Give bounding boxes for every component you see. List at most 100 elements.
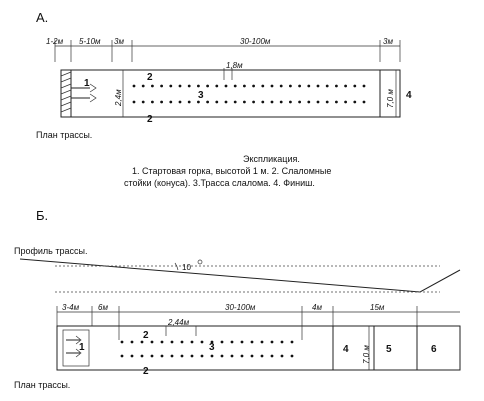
dim-a-runup: 5-10м — [79, 37, 101, 46]
slope-profile — [19, 258, 461, 293]
slalom-pole — [252, 84, 256, 88]
slalom-pole — [290, 340, 294, 344]
slalom-pole — [200, 354, 204, 358]
slalom-pole — [187, 100, 191, 104]
slalom-pole — [289, 84, 292, 88]
dim-a-entry: 3м — [114, 37, 124, 46]
slalom-pole — [243, 100, 246, 104]
profile-caption: Профиль трассы. — [14, 246, 87, 256]
slalom-pole — [141, 84, 145, 88]
slalom-pole — [224, 100, 228, 104]
slalom-pole — [344, 84, 347, 88]
dim-b-finish: 15м — [370, 303, 385, 312]
label-a-1: 1 — [84, 78, 90, 89]
slalom-pole — [160, 340, 164, 344]
section-a-letter: А. — [36, 10, 48, 25]
slalom-pole — [170, 354, 174, 358]
dim-a-exit: 3м — [383, 37, 393, 46]
slalom-pole — [233, 84, 237, 88]
slalom-pole — [335, 100, 338, 104]
slalom-pole — [260, 354, 264, 358]
slalom-pole — [140, 354, 144, 358]
course-b-outline — [56, 325, 461, 371]
legend-line-1: 1. Стартовая горка, высотой 1 м. 2. Слал… — [132, 166, 331, 176]
slalom-pole — [160, 354, 164, 358]
slalom-pole — [270, 340, 274, 344]
slalom-pole — [151, 84, 154, 88]
slalom-pole — [243, 84, 246, 88]
slalom-pole — [220, 354, 224, 358]
slalom-pole — [279, 84, 283, 88]
slalom-pole — [252, 100, 256, 104]
slalom-pole — [261, 84, 265, 88]
slalom-pole — [150, 340, 154, 344]
slalom-pole — [260, 340, 264, 344]
slalom-pole — [270, 354, 274, 358]
label-b-5: 5 — [386, 344, 392, 355]
legend-title: Экспликация. — [243, 154, 300, 164]
dim-b-start: 3-4м — [62, 303, 80, 312]
slalom-pole — [215, 100, 219, 104]
label-b-4: 4 — [343, 344, 349, 355]
slalom-pole — [206, 100, 210, 104]
slalom-pole — [261, 100, 265, 104]
slalom-pole — [224, 84, 228, 88]
slalom-pole — [130, 354, 134, 358]
slalom-pole — [233, 100, 237, 104]
dim-a-start: 1-2м — [46, 37, 64, 46]
slalom-pole — [298, 100, 301, 104]
slalom-pole — [197, 84, 200, 88]
slalom-pole — [206, 84, 210, 88]
slalom-pole — [307, 84, 311, 88]
slalom-pole — [362, 84, 366, 88]
slalom-pole — [362, 100, 366, 104]
slalom-pole — [290, 354, 294, 358]
slalom-pole — [280, 340, 284, 344]
slalom-pole — [140, 340, 144, 344]
height-label-a: 2,4м — [114, 89, 123, 107]
pole-gap-b: 2,44м — [167, 318, 190, 327]
label-a-4: 4 — [406, 90, 412, 101]
slalom-poles-b-row1 — [120, 340, 294, 344]
slalom-pole — [316, 100, 320, 104]
slalom-pole — [270, 100, 274, 104]
slalom-pole — [270, 84, 274, 88]
slalom-pole — [200, 340, 204, 344]
finish-width-a: 7,0 м — [386, 89, 395, 108]
slalom-pole — [230, 354, 234, 358]
slalom-pole — [325, 84, 329, 88]
slalom-pole — [215, 84, 219, 88]
dim-b-exit: 4м — [312, 303, 322, 312]
slope-angle: 10 — [182, 263, 191, 272]
slalom-pole — [190, 340, 194, 344]
finish-width-b: 7,0 м — [362, 345, 371, 364]
slalom-pole — [279, 100, 283, 104]
dim-a-course: 30-100м — [240, 37, 271, 46]
label-a-3: 3 — [198, 90, 204, 101]
slalom-pole — [151, 100, 154, 104]
slalom-pole — [190, 354, 194, 358]
slalom-pole — [316, 84, 320, 88]
label-a-2-top: 2 — [147, 72, 153, 83]
slalom-pole — [353, 84, 357, 88]
slalom-pole — [240, 354, 244, 358]
slalom-pole — [160, 100, 164, 104]
label-b-3: 3 — [209, 342, 215, 353]
label-b-2-top: 2 — [143, 330, 149, 341]
label-b-1: 1 — [79, 342, 85, 353]
slalom-pole — [187, 84, 191, 88]
slalom-pole — [180, 354, 184, 358]
slalom-pole — [169, 84, 173, 88]
label-b-6: 6 — [431, 344, 437, 355]
slalom-pole — [132, 84, 136, 88]
slalom-pole — [289, 100, 292, 104]
legend-line-2: стойки (конуса). 3.Трасса слалома. 4. Фи… — [124, 178, 315, 188]
slalom-pole — [344, 100, 347, 104]
slalom-pole — [240, 340, 244, 344]
slalom-pole — [120, 354, 124, 358]
slalom-pole — [132, 100, 136, 104]
start-ramp-a — [60, 69, 72, 118]
slalom-pole — [335, 84, 338, 88]
slalom-pole — [130, 340, 134, 344]
